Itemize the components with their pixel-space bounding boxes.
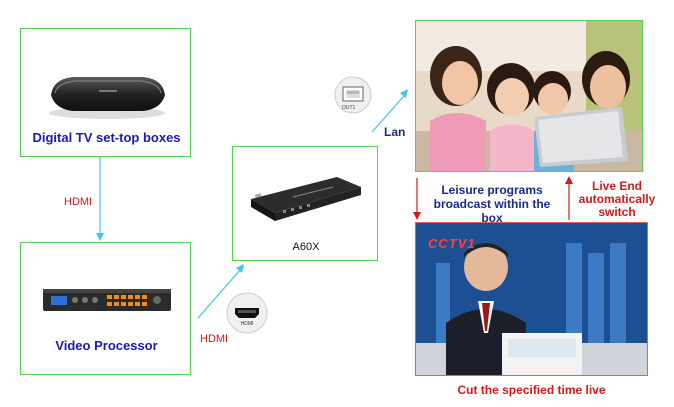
hdmi-port-icon: HDMI	[226, 292, 268, 334]
leisure-annotation: Leisure programs broadcast within the bo…	[433, 183, 551, 225]
live-broadcast-node: CCTV1	[415, 222, 648, 376]
family-scene-image	[416, 21, 642, 171]
lan-label: Lan	[384, 125, 406, 139]
settop-box-image	[49, 77, 165, 119]
video-processor-image	[43, 289, 171, 311]
leisure-arrow-down	[413, 178, 421, 220]
hdmi-arrow-diagonal	[197, 264, 244, 319]
live-broadcast-image	[416, 223, 647, 375]
family-scene-node	[415, 20, 643, 172]
settop-box-node: Digital TV set-top boxes	[20, 28, 191, 157]
ethernet-port-label: OUT1	[342, 105, 356, 111]
hdmi-label-diagonal: HDMI	[200, 333, 229, 345]
a60x-player-label: A60X	[292, 241, 320, 253]
cut-live-annotation: Cut the specified time live	[457, 383, 606, 397]
hdmi-label-vertical: HDMI	[64, 196, 93, 208]
live-end-arrow-up	[565, 176, 573, 220]
lan-arrow	[371, 89, 408, 133]
video-processor-node: Video Processor	[20, 242, 191, 375]
a60x-player-image	[251, 177, 361, 221]
settop-box-label: Digital TV set-top boxes	[32, 130, 181, 145]
cctv-logo-text: CCTV1	[428, 236, 476, 251]
video-processor-label: Video Processor	[55, 338, 158, 353]
hdmi-arrow-vertical	[96, 157, 104, 241]
live-end-annotation: Live End automatically switch	[578, 179, 656, 219]
ethernet-port-icon	[334, 76, 372, 114]
svg-text:HDMI: HDMI	[241, 321, 254, 327]
cctv-logo: CCTV1	[428, 235, 476, 253]
a60x-player-node: A60X	[232, 146, 378, 261]
